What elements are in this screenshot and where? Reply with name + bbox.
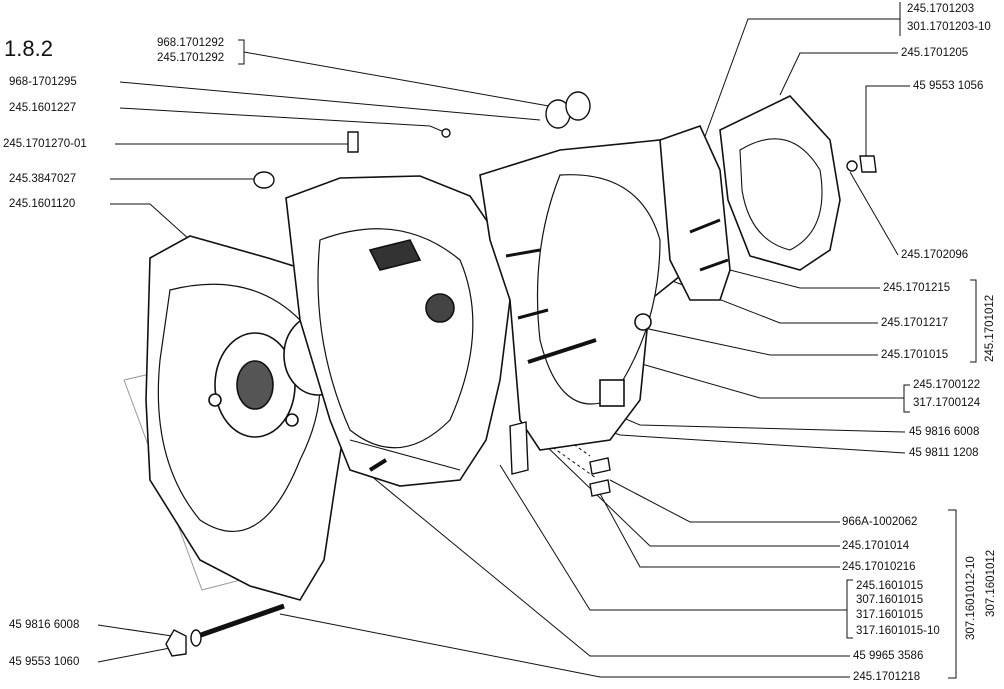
leader-245-1701205	[779, 52, 898, 96]
part-label-245-1701014: 245.1701014	[842, 540, 910, 552]
leader-45-9816-6008-left	[97, 624, 173, 637]
leader-245-1701203	[699, 2, 901, 151]
part-label-45-9816-6008-left: 45 9816 6008	[9, 619, 80, 631]
leader-968-1701295	[119, 81, 541, 121]
part-label-245-1701015: 245.1701015	[881, 349, 949, 361]
clutch-housing	[285, 175, 511, 487]
group-label-307-1601012: 307.1601012	[985, 549, 997, 617]
small-parts	[165, 91, 877, 657]
group-label-307-1601012-10: 307.1601012-10	[965, 556, 977, 640]
leader-245-17010216	[597, 489, 840, 568]
part-label-245-1701218: 245.1701218	[853, 671, 921, 683]
part-label-245-3847027: 245.3847027	[9, 173, 77, 185]
part-label-968-1701292: 968.1701292	[157, 37, 225, 49]
section-number: 1.8.2	[4, 36, 53, 61]
leader-45-9553-1060	[97, 647, 171, 663]
leader-245-1702096	[849, 171, 899, 256]
part-label-245-17010216: 245.17010216	[842, 561, 916, 573]
part-label-245-1700122: 245.1700122	[913, 379, 981, 391]
leader-group-1701012	[970, 279, 977, 363]
leader-245-1601227	[119, 107, 445, 133]
leader-245-1700122	[599, 351, 910, 413]
rear-cover	[659, 95, 841, 301]
leader-group-1601015	[499, 464, 853, 639]
leader-966A-1002062	[609, 479, 840, 523]
part-label-245-1601015: 245.1601015	[856, 580, 924, 592]
part-label-45-9965-3586: 45 9965 3586	[853, 650, 924, 662]
part-label-245-1702096: 245.1702096	[901, 249, 969, 261]
part-label-245-1701205: 245.1701205	[901, 47, 969, 59]
part-label-245-1701217: 245.1701217	[881, 317, 949, 329]
leader-45-9965-3586	[369, 474, 850, 657]
part-label-245-1701270-01: 245.1701270-01	[3, 138, 87, 150]
part-label-45-9553-1060: 45 9553 1060	[9, 656, 80, 668]
part-label-45-9811-1208: 45 9811 1208	[909, 447, 979, 459]
part-label-45-9816-6008-right: 45 9816 6008	[909, 426, 980, 438]
leader-968-1701292	[238, 39, 561, 109]
leader-245-1701215	[729, 269, 880, 289]
part-label-307-1601015: 307.1601015	[856, 594, 924, 606]
part-label-317-1700124: 317.1700124	[913, 397, 981, 409]
leader-245-1601120	[110, 203, 191, 241]
part-label-317-1601015-10: 317.1601015-10	[856, 625, 940, 637]
gearbox-case	[479, 139, 701, 451]
part-label-245-1701292: 245.1701292	[157, 52, 225, 64]
part-label-317-1601015: 317.1601015	[856, 609, 924, 621]
part-label-245-1601120: 245.1601120	[9, 198, 76, 210]
part-label-968-1701295: 968-1701295	[9, 76, 77, 88]
leader-245-1701218	[279, 613, 850, 678]
part-label-966A-1002062: 966A-1002062	[842, 516, 918, 528]
leader-group-1601012	[948, 509, 957, 679]
leader-45-9553-1056	[865, 85, 910, 160]
leader-245-1701014	[539, 439, 840, 547]
part-label-45-9553-1056: 45 9553 1056	[913, 80, 984, 92]
part-label-245-1601227: 245.1601227	[9, 102, 77, 114]
part-label-245-1701203: 245.1701203	[907, 3, 975, 15]
part-label-245-1701215: 245.1701215	[883, 282, 951, 294]
group-label-245-1701012: 245.1701012	[984, 294, 996, 362]
part-label-301-1701203-10: 301.1701203-10	[907, 21, 991, 33]
